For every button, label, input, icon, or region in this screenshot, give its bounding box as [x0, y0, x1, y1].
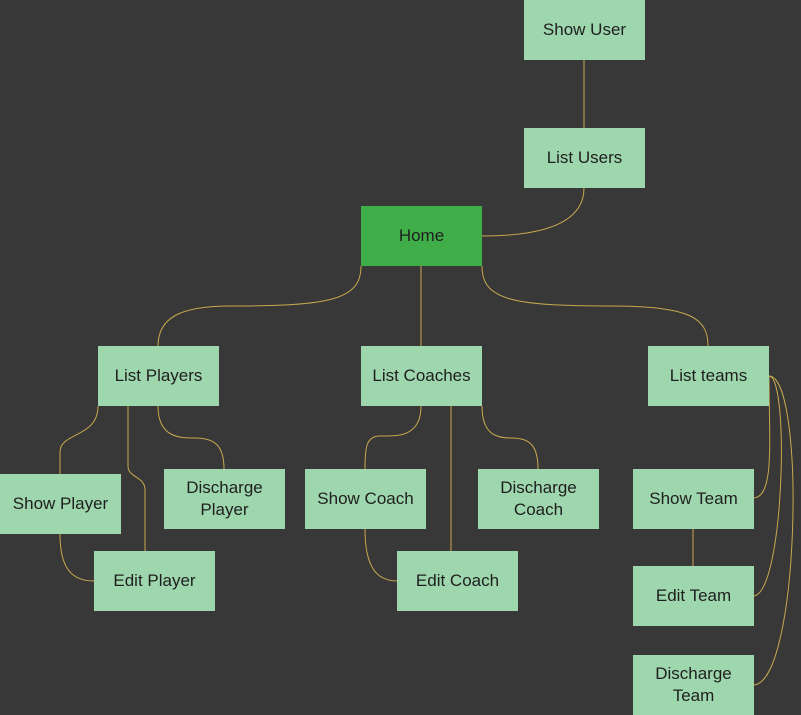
node-list-coaches[interactable]: List Coaches [361, 346, 482, 406]
node-show-team[interactable]: Show Team [633, 469, 754, 529]
node-label: List Players [114, 366, 203, 385]
node-show-player[interactable]: Show Player [0, 474, 121, 534]
node-label: Discharge Team [655, 664, 732, 705]
node-label: Edit Player [113, 571, 196, 590]
edge-list-users-home [481, 187, 585, 237]
edge-list-teams-discharge-team [752, 375, 794, 686]
node-list-users[interactable]: List Users [524, 128, 645, 188]
node-list-teams[interactable]: List teams [648, 346, 769, 406]
node-label: Discharge Coach [500, 478, 577, 519]
edge-home-list-players [157, 265, 362, 347]
edge-list-coaches-show-coach [364, 405, 422, 470]
edge-show-player-edit-player [59, 533, 95, 582]
node-discharge-coach[interactable]: Discharge Coach [478, 469, 599, 529]
node-label: List Coaches [372, 366, 471, 385]
edge-list-teams-show-team [752, 375, 771, 499]
node-label: Home [398, 226, 445, 245]
node-show-coach[interactable]: Show Coach [305, 469, 426, 529]
node-label: Show User [542, 20, 627, 39]
node-edit-player[interactable]: Edit Player [94, 551, 215, 611]
node-discharge-team[interactable]: Discharge Team [633, 655, 754, 715]
node-list-players[interactable]: List Players [98, 346, 219, 406]
node-label: Show Coach [317, 489, 414, 508]
node-label: Show Player [12, 494, 109, 513]
edge-list-coaches-discharge-coach [481, 405, 539, 470]
edge-list-teams-edit-team [752, 375, 782, 597]
edge-list-players-discharge-player [157, 405, 225, 470]
node-edit-team[interactable]: Edit Team [633, 566, 754, 626]
node-label: Show Team [649, 489, 738, 508]
node-show-user[interactable]: Show User [524, 0, 645, 60]
node-discharge-player[interactable]: Discharge Player [164, 469, 285, 529]
node-label: Discharge Player [186, 478, 263, 519]
edge-show-coach-edit-coach [364, 528, 398, 582]
node-label: List Users [546, 148, 623, 167]
node-home[interactable]: Home [361, 206, 482, 266]
node-label: List teams [669, 366, 748, 385]
node-edit-coach[interactable]: Edit Coach [397, 551, 518, 611]
edge-home-list-teams [481, 265, 709, 347]
edge-list-players-edit-player [127, 406, 146, 551]
edge-list-players-show-player [59, 405, 99, 474]
node-label: Edit Team [655, 586, 732, 605]
node-label: Edit Coach [415, 571, 500, 590]
